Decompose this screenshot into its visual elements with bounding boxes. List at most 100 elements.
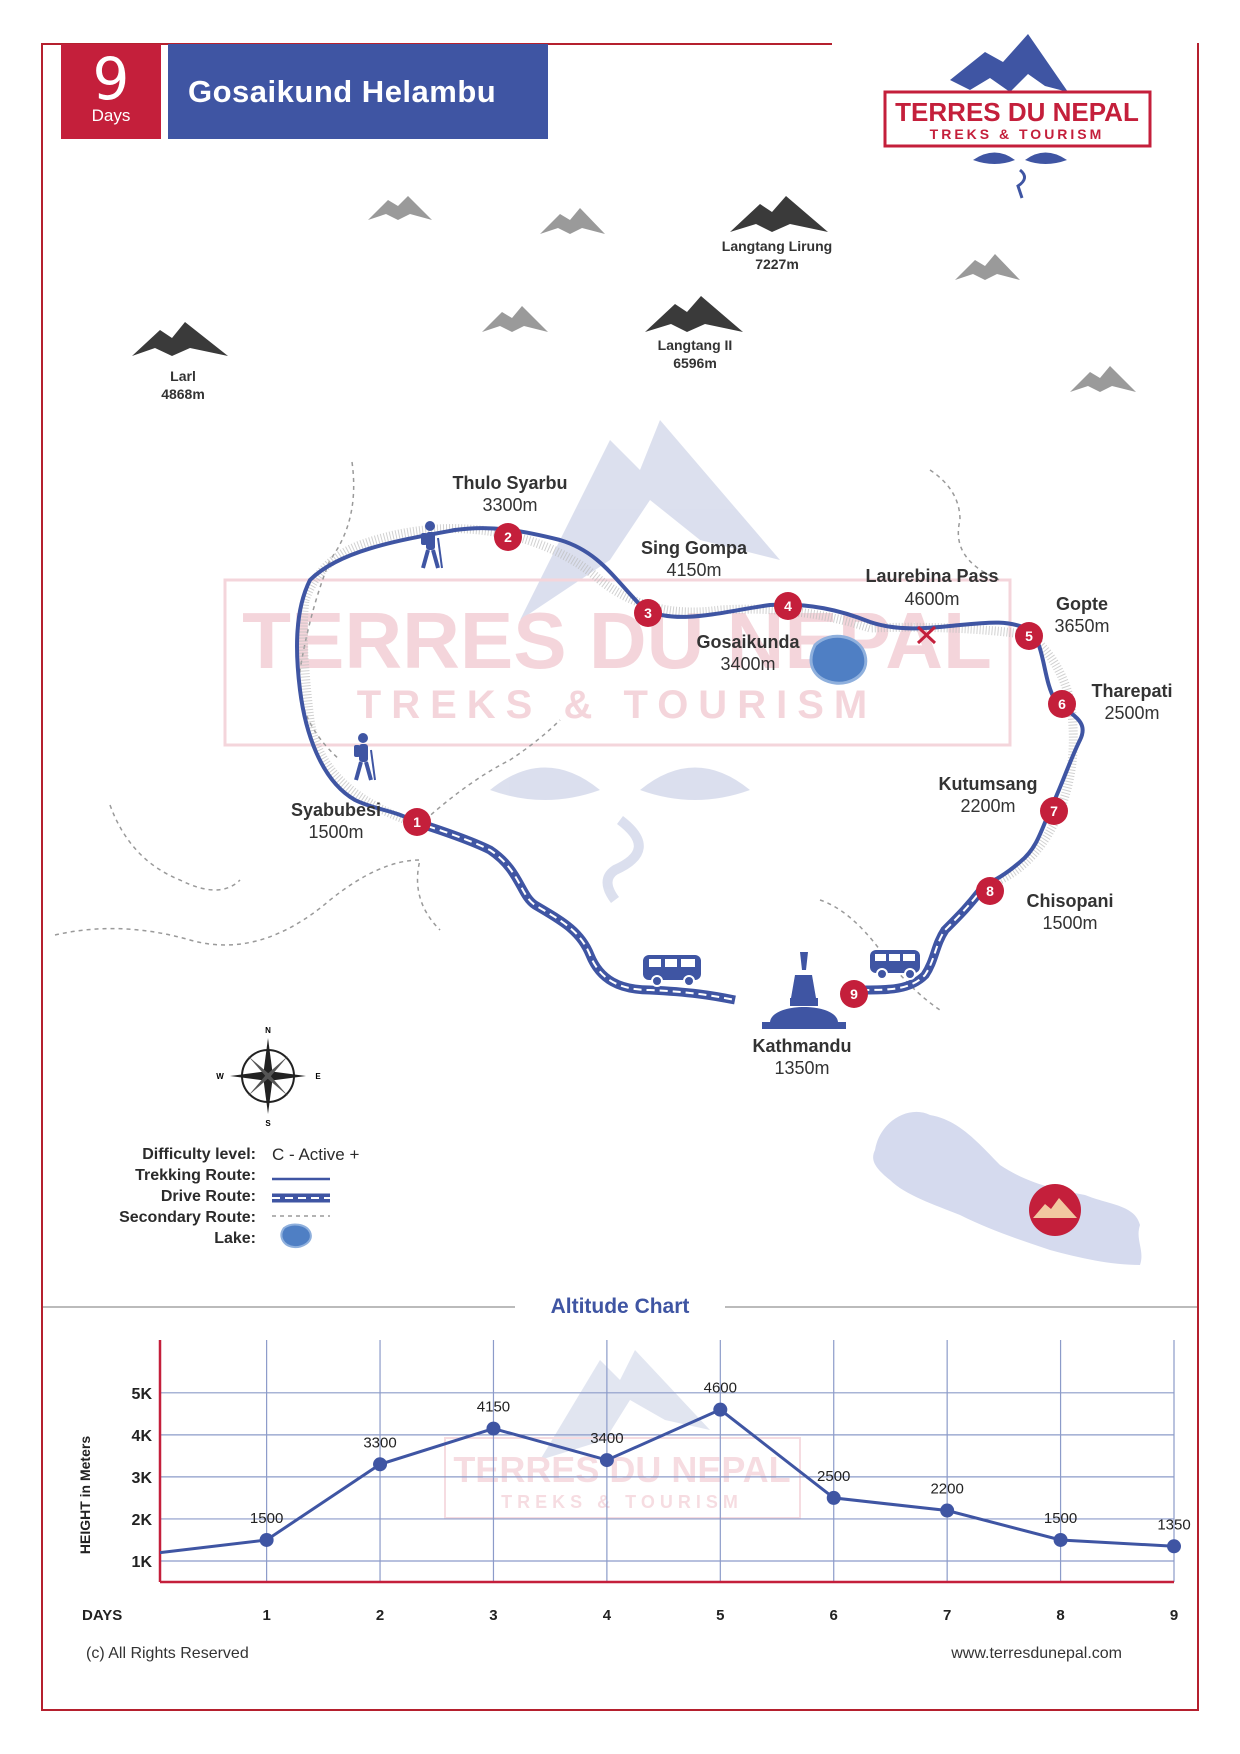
peak-icon (1070, 366, 1136, 392)
altitude-line (159, 1407, 1175, 1555)
hiker-icon (421, 521, 443, 569)
stop-6-alt: 2500m (1104, 703, 1159, 723)
hiker-pack (354, 745, 360, 757)
stop-9-alt: 1350m (774, 1058, 829, 1078)
named-peaks (132, 196, 828, 356)
van-window (903, 954, 915, 961)
stop-9-name: Kathmandu (753, 1036, 852, 1056)
altitude-data-label: 4600 (704, 1380, 737, 1397)
compass-e: E (315, 1072, 321, 1081)
peak-langtang-ii-alt: 6596m (673, 355, 717, 371)
logo-eyes-icon (973, 152, 1067, 164)
stop-number-5: 5 (1025, 628, 1033, 644)
stop-4-name: Gosaikunda (696, 632, 800, 652)
chart-x-tick-label: 4 (603, 1607, 612, 1624)
chart-title: Altitude Chart (550, 1295, 690, 1318)
van-icon (643, 955, 701, 987)
van-window (875, 954, 886, 961)
watermark-brand: TERRES DU NEPAL (242, 596, 992, 685)
altitude-data-label: 4150 (477, 1399, 510, 1416)
legend: Difficulty level: Trekking Route: Drive … (60, 1144, 256, 1249)
altitude-data-label: 1500 (250, 1510, 283, 1527)
altitude-chart: TERRES DU NEPAL TREKS & TOURISM 1K 2K 3K 4K… (77, 1340, 1191, 1624)
stop-marker-7 (1040, 797, 1068, 825)
hiker-body (359, 744, 368, 762)
watermark-tagline: TREKS & TOURISM (357, 683, 877, 727)
logo-mountain-icon (950, 34, 1068, 92)
chart-x-tick-label: 7 (943, 1607, 951, 1624)
chart-axes (158, 1340, 1174, 1584)
days-badge: 9 Days (61, 44, 161, 139)
secondary-route-line (54, 859, 441, 946)
pass-marker-icon (916, 625, 937, 645)
peak-icon (368, 196, 432, 220)
hiker-pole (437, 537, 443, 569)
stop-1-name: Syabubesi (291, 800, 381, 820)
chart-x-tick-label: 1 (262, 1607, 270, 1624)
hiker-legs (421, 549, 440, 569)
chart-x-tick-label: 5 (716, 1607, 724, 1624)
hiker-head (425, 521, 435, 531)
stupa-spire (800, 952, 808, 970)
gosaikunda-lake-icon (809, 634, 868, 685)
stop-number-8: 8 (986, 883, 994, 899)
stop-7-name: Kutumsang (939, 774, 1038, 794)
stop-3-alt: 4150m (666, 560, 721, 580)
watermark-nose-icon (602, 816, 644, 903)
background-peaks (368, 196, 1136, 392)
chart-x-tick-label: 2 (376, 1607, 384, 1624)
altitude-data-label: 1350 (1157, 1516, 1190, 1533)
logo-box (883, 90, 1152, 148)
van-window (665, 959, 677, 967)
stop-marker-8 (976, 877, 1004, 905)
altitude-point (1053, 1532, 1068, 1547)
chart-divider-left (43, 1306, 515, 1308)
secondary-routes (54, 461, 1001, 1011)
legend-drive-label: Drive Route: (160, 1188, 256, 1205)
peak-icon (955, 254, 1020, 280)
chart-y-tick-label: 4K (132, 1428, 153, 1445)
compass-icon: N S E W (216, 1026, 321, 1128)
stop-number-9: 9 (850, 986, 858, 1002)
altitude-point (259, 1532, 274, 1547)
altitude-point (599, 1453, 614, 1468)
pass-alt: 4600m (904, 589, 959, 609)
chart-y-tick-label: 1K (132, 1554, 153, 1571)
chart-y-tick-label: 2K (132, 1512, 153, 1529)
legend-lake-label: Lake: (214, 1230, 256, 1247)
van-wheel (683, 975, 695, 987)
chart-watermark: TERRES DU NEPAL TREKS & TOURISM (444, 1350, 801, 1519)
stupa-tower (791, 975, 816, 998)
stop-number-7: 7 (1050, 803, 1058, 819)
compass-needle-diag (248, 1056, 288, 1096)
trekking-route (295, 526, 1085, 887)
stop-8-alt: 1500m (1042, 913, 1097, 933)
chart-watermark-brand: TERRES DU NEPAL (453, 1449, 790, 1490)
watermark-eyes-icon (490, 767, 750, 800)
altitude-point (713, 1402, 728, 1417)
hiker-icon (354, 733, 376, 781)
secondary-route-line (424, 719, 561, 821)
peak-icon (540, 208, 605, 234)
hiker-legs (354, 761, 373, 781)
compass-s: S (265, 1119, 271, 1128)
stop-marker-2 (494, 523, 522, 551)
chart-y-tick-label: 3K (132, 1470, 153, 1487)
stop-7-alt: 2200m (960, 796, 1015, 816)
website-link[interactable]: www.terresdunepal.com (951, 1645, 1122, 1662)
route-map: TERRES DU NEPAL TREKS & TOURISM TERRES D… (54, 34, 1173, 1265)
altitude-data-label: 3300 (363, 1434, 396, 1451)
van-wheel (651, 975, 663, 987)
chart-x-axis-label: DAYS (82, 1607, 122, 1624)
trek-title: Gosaikund Helambu (168, 44, 548, 139)
peak-larl-alt: 4868m (161, 386, 205, 402)
chart-x-tick-label: 9 (1170, 1607, 1178, 1624)
frame-right-line (1197, 43, 1199, 1711)
altitude-point (486, 1421, 501, 1436)
stop-6-name: Tharepati (1091, 681, 1172, 701)
van-window (889, 954, 900, 961)
compass-w: W (216, 1072, 224, 1081)
stop-2-name: Thulo Syarbu (452, 473, 567, 493)
altitude-data-label: 1500 (1044, 1510, 1077, 1527)
